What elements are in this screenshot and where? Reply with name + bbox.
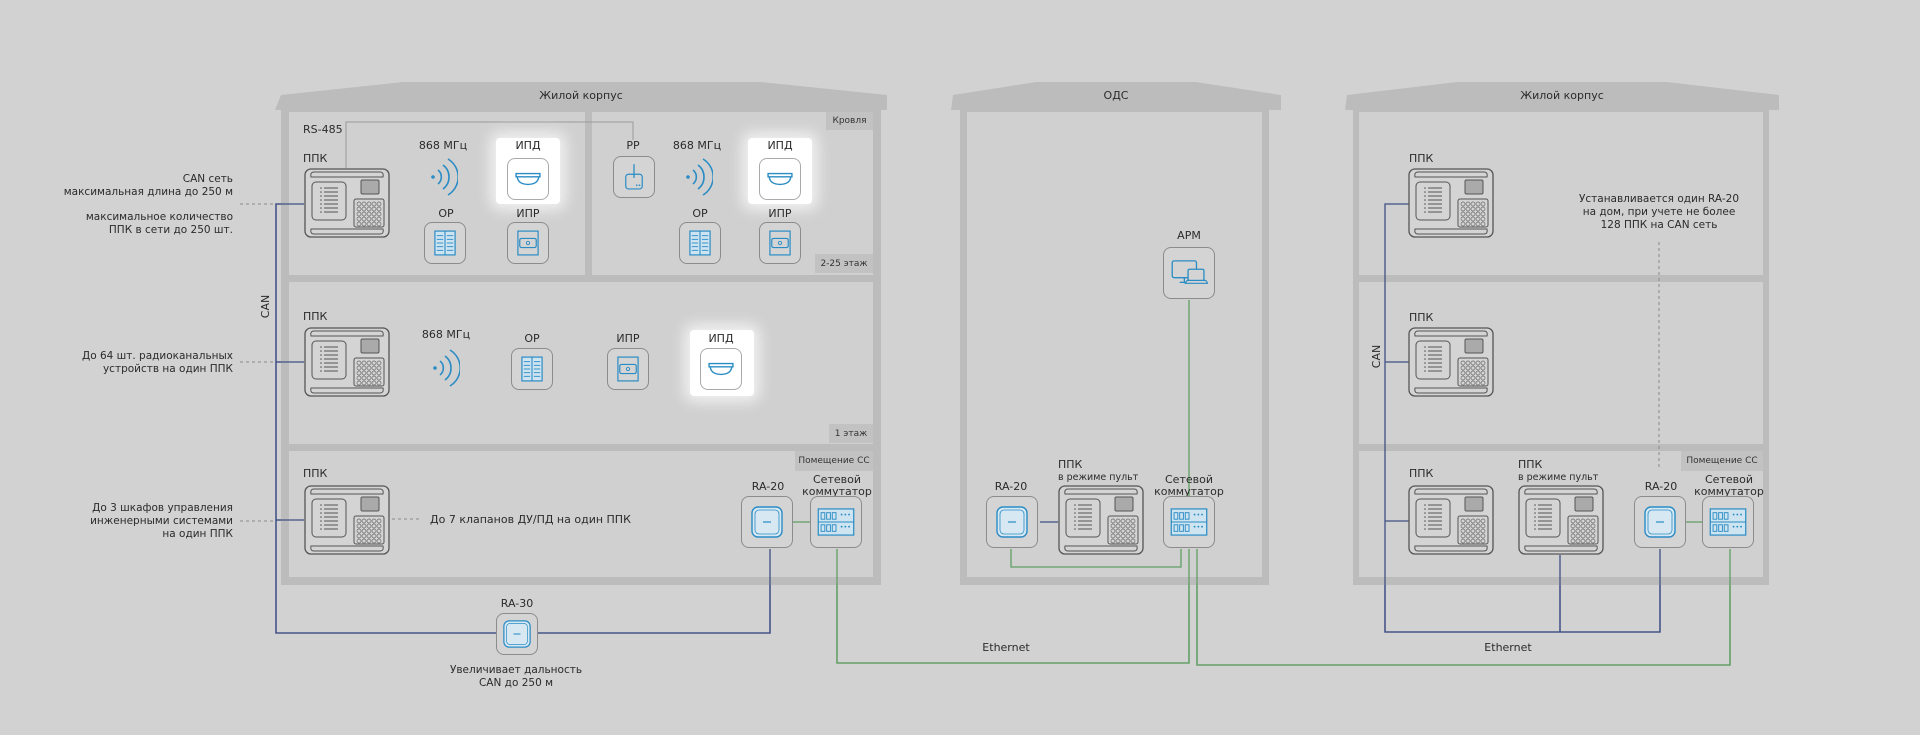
manual-call-point-icon	[769, 230, 791, 256]
fire-damper-icon	[434, 230, 456, 256]
or-device-floor1[interactable]	[511, 348, 553, 390]
can-repeater-icon	[751, 506, 783, 538]
ppk-label-floor1: ППК	[303, 310, 328, 323]
can-repeater-icon	[1644, 506, 1676, 538]
radio-waves-icon	[683, 155, 713, 199]
rr-device[interactable]	[613, 156, 655, 198]
ipd-device[interactable]	[507, 158, 549, 200]
network-switch-right[interactable]	[1702, 496, 1754, 548]
ethernet-label-left: Ethernet	[982, 641, 1030, 654]
ra30-label: RA-30	[500, 597, 534, 610]
ipd-label-floor1: ИПД	[708, 332, 734, 345]
ppk-device-floor25[interactable]	[304, 168, 390, 238]
ra20-label-ods: RA-20	[994, 480, 1028, 493]
manual-call-point-icon	[617, 356, 639, 382]
ra20-label-right: RA-20	[1644, 480, 1678, 493]
ppk-device-right-mid[interactable]	[1408, 327, 1494, 397]
ppk-label-right-mid: ППК	[1409, 311, 1434, 324]
roof-right	[1345, 82, 1779, 110]
arm-workstation[interactable]	[1163, 247, 1215, 299]
can-repeater-icon	[503, 620, 531, 648]
radio-freq-label-floor1: 868 МГц	[421, 328, 471, 341]
or-label: ОР	[438, 207, 454, 220]
building-title-right: Жилой корпус	[1520, 89, 1604, 102]
network-switch-icon	[1170, 508, 1208, 536]
ra20-device-ods[interactable]	[986, 496, 1038, 548]
smoke-detector-icon	[515, 171, 541, 187]
building-title-left: Жилой корпус	[539, 89, 623, 102]
ppk-device-right-ss[interactable]	[1408, 485, 1494, 555]
smoke-detector-icon	[708, 361, 734, 377]
valves-note: До 7 клапанов ДУ/ПД на один ППК	[430, 513, 631, 526]
ipd-label-roof: ИПД	[767, 139, 793, 152]
ipr-label-roof: ИПР	[768, 207, 792, 220]
radio-repeater-icon	[623, 163, 645, 191]
roof-left	[275, 82, 887, 110]
radio-waves-icon	[430, 346, 460, 390]
tag-ss-room-left: Помещение СС	[795, 451, 873, 471]
or-label-floor1: ОР	[524, 332, 540, 345]
ppk-label-ss: ППК	[303, 467, 328, 480]
ra20-label-left: RA-20	[751, 480, 785, 493]
ipd-device-floor1[interactable]	[700, 348, 742, 390]
or-label-roof: ОР	[692, 207, 708, 220]
rr-label: РР	[626, 139, 640, 152]
manual-call-point-icon	[517, 230, 539, 256]
ra30-device[interactable]	[496, 613, 538, 655]
radio-freq-label: 868 МГц	[418, 139, 468, 152]
building-title-center: ОДС	[1103, 89, 1129, 102]
rs485-label: RS-485	[303, 123, 343, 136]
ra20-device-right[interactable]	[1634, 496, 1686, 548]
roof-center	[951, 82, 1281, 110]
ipd-device-roof[interactable]	[759, 158, 801, 200]
ipr-device-floor1[interactable]	[607, 348, 649, 390]
network-switch-ods[interactable]	[1163, 496, 1215, 548]
tag-floors-2-25: 2-25 этаж	[815, 254, 873, 273]
smoke-detector-icon	[767, 171, 793, 187]
can-label-left: CAN	[259, 294, 273, 319]
ipr-device[interactable]	[507, 222, 549, 264]
arm-label: АРМ	[1177, 229, 1201, 242]
can-label-right: CAN	[1370, 344, 1384, 369]
ppk-label-right-top: ППК	[1409, 152, 1434, 165]
ppk-label-right-ss: ППК	[1409, 467, 1434, 480]
computer-icon	[1170, 259, 1208, 287]
ipr-label-floor1: ИПР	[616, 332, 640, 345]
ra20-device-left[interactable]	[741, 496, 793, 548]
network-switch-icon	[817, 508, 855, 536]
ppk-device-right-top[interactable]	[1408, 168, 1494, 238]
tag-roof: Кровля	[826, 112, 873, 130]
tag-ss-room-right: Помещение СС	[1681, 451, 1763, 471]
ppk-label-floor25: ППК	[303, 152, 328, 165]
or-device-roof[interactable]	[679, 222, 721, 264]
ethernet-label-right: Ethernet	[1484, 641, 1532, 654]
radio-waves-icon	[428, 155, 458, 199]
network-switch-left[interactable]	[810, 496, 862, 548]
fire-damper-icon	[689, 230, 711, 256]
ppk-console-device-right[interactable]	[1518, 485, 1604, 555]
ppk-device-floor1[interactable]	[304, 327, 390, 397]
ipd-label: ИПД	[515, 139, 541, 152]
ppk-device-ss[interactable]	[304, 485, 390, 555]
ipr-label: ИПР	[516, 207, 540, 220]
ipr-device-roof[interactable]	[759, 222, 801, 264]
network-switch-icon	[1709, 508, 1747, 536]
radio-freq-label-roof: 868 МГц	[672, 139, 722, 152]
tag-floor-1: 1 этаж	[829, 424, 873, 443]
can-repeater-icon	[996, 506, 1028, 538]
fire-damper-icon	[521, 356, 543, 382]
or-device[interactable]	[424, 222, 466, 264]
ppk-console-device-ods[interactable]	[1058, 485, 1144, 555]
